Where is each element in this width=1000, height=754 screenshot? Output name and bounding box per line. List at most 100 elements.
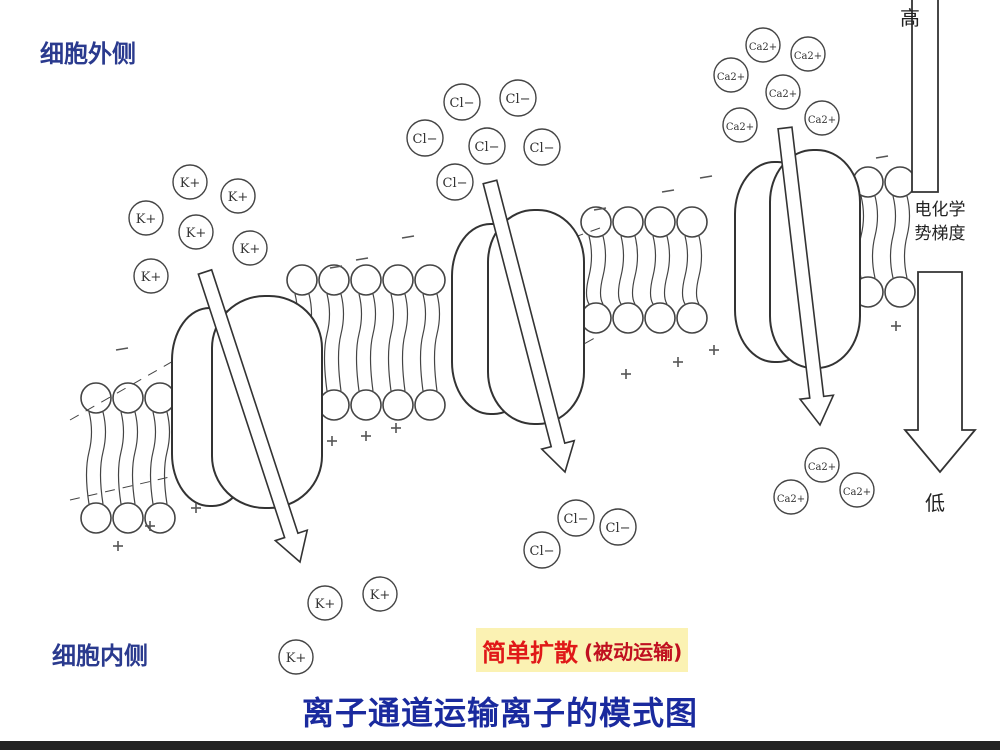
k-ion (362, 576, 398, 612)
minus-charge (661, 189, 675, 193)
lipid-bilayer (69, 166, 916, 534)
minus-charge (329, 265, 343, 269)
cl-ion (599, 508, 637, 546)
lipid-tail (117, 411, 125, 505)
channel-subunit (211, 295, 323, 509)
k-ion-label: K+ (240, 242, 261, 257)
membrane-charges (113, 155, 901, 551)
ca-ion-label: Ca2+ (769, 89, 797, 100)
lipid-tail (681, 235, 689, 305)
lipid-tail (649, 235, 657, 305)
phospholipid-head (350, 264, 382, 296)
phospholipid-head (414, 264, 446, 296)
cl-ion (523, 531, 561, 569)
cl-ion (443, 83, 481, 121)
lipid-tail (903, 195, 911, 279)
ion-flow-arrows (197, 126, 835, 564)
lipid-tail (599, 235, 607, 305)
lipid-tail (585, 235, 593, 305)
ca-ion-label: Ca2+ (794, 51, 822, 62)
lipid-tail (85, 411, 93, 505)
cl-ion-label: Cl− (450, 96, 475, 111)
lipid-tail (355, 293, 363, 392)
minus-charge (115, 347, 129, 351)
ion-flow-arrow (197, 268, 309, 564)
k-ion-label: K+ (315, 597, 336, 612)
k-ion-label: K+ (141, 270, 162, 285)
k-ion (172, 164, 208, 200)
phospholipid-head (644, 206, 676, 238)
phospholipid-head (884, 166, 916, 198)
k-ion (128, 200, 164, 236)
ca-ion (713, 57, 749, 93)
ion-flow-arrow (777, 126, 835, 427)
k-ion (278, 639, 314, 675)
k-ion-label: K+ (228, 190, 249, 205)
k-ion-label: K+ (136, 212, 157, 227)
k-ion-label: K+ (180, 176, 201, 191)
gradient-arrow (903, 0, 977, 474)
k-ion (232, 230, 268, 266)
ion-particles: K+K+K+K+K+K+K+K+K+Cl−Cl−Cl−Cl−Cl−Cl−Cl−C… (128, 27, 875, 675)
gradient-high-label: 高 (900, 6, 920, 30)
ca-ion (745, 27, 781, 63)
phospholipid-head (676, 206, 708, 238)
minus-charge (875, 155, 889, 159)
lipid-tail (387, 293, 395, 392)
minus-charge (401, 235, 415, 239)
ca-ion (804, 100, 840, 136)
ca-ion-label: Ca2+ (726, 122, 754, 133)
ca-ion-label: Ca2+ (749, 42, 777, 53)
lipid-tail (131, 411, 139, 505)
gradient-label: 电化学 势梯度 (914, 200, 966, 244)
cl-ion (406, 119, 444, 157)
transport-mode-main: 简单扩散 (482, 638, 578, 667)
cl-ion-label: Cl− (564, 512, 589, 527)
outside-cell-label: 细胞外侧 (40, 40, 136, 68)
lipid-tail (663, 235, 671, 305)
channel-proteins (171, 149, 861, 509)
phospholipid-head (644, 302, 676, 334)
ca-ion (773, 479, 809, 515)
transport-mode-sub: (被动运输) (584, 639, 683, 664)
ca-ion-label: Ca2+ (843, 487, 871, 498)
phospholipid-head (414, 389, 446, 421)
phospholipid-head (112, 502, 144, 534)
cl-ion (557, 499, 595, 537)
cl-ion-label: Cl− (530, 544, 555, 559)
gradient-low-label: 低 (925, 491, 945, 515)
ca-ion (722, 107, 758, 143)
ca-ion-label: Ca2+ (717, 72, 745, 83)
phospholipid-head (286, 264, 318, 296)
cl-ion-label: Cl− (606, 521, 631, 536)
phospholipid-head (144, 382, 176, 414)
transport-mode-banner: 简单扩散 (被动运输) (476, 628, 689, 672)
minus-charge (593, 207, 607, 211)
phospholipid-head (884, 276, 916, 308)
phospholipid-head (318, 389, 350, 421)
phospholipid-head (318, 264, 350, 296)
phospholipid-head (580, 206, 612, 238)
lipid-tail (631, 235, 639, 305)
k-ion (178, 214, 214, 250)
k-ion (133, 258, 169, 294)
lipid-tail (401, 293, 409, 392)
lipid-tail (695, 235, 703, 305)
membrane-edge (69, 227, 601, 501)
k-ion (220, 178, 256, 214)
cl-ion-label: Cl− (413, 132, 438, 147)
ca-ion (839, 472, 875, 508)
cl-ion-label: Cl− (475, 140, 500, 155)
phospholipid-head (350, 389, 382, 421)
cl-ion (468, 127, 506, 165)
lipid-tail (419, 293, 427, 392)
phospholipid-head (382, 264, 414, 296)
phospholipid-head (612, 302, 644, 334)
lipid-tail (323, 293, 331, 392)
ca-ion-label: Ca2+ (777, 494, 805, 505)
k-ion-label: K+ (286, 651, 307, 666)
minus-charge (699, 175, 713, 179)
figure-caption: 离子通道运输离子的模式图 (301, 694, 698, 732)
lipid-tail (163, 411, 171, 505)
